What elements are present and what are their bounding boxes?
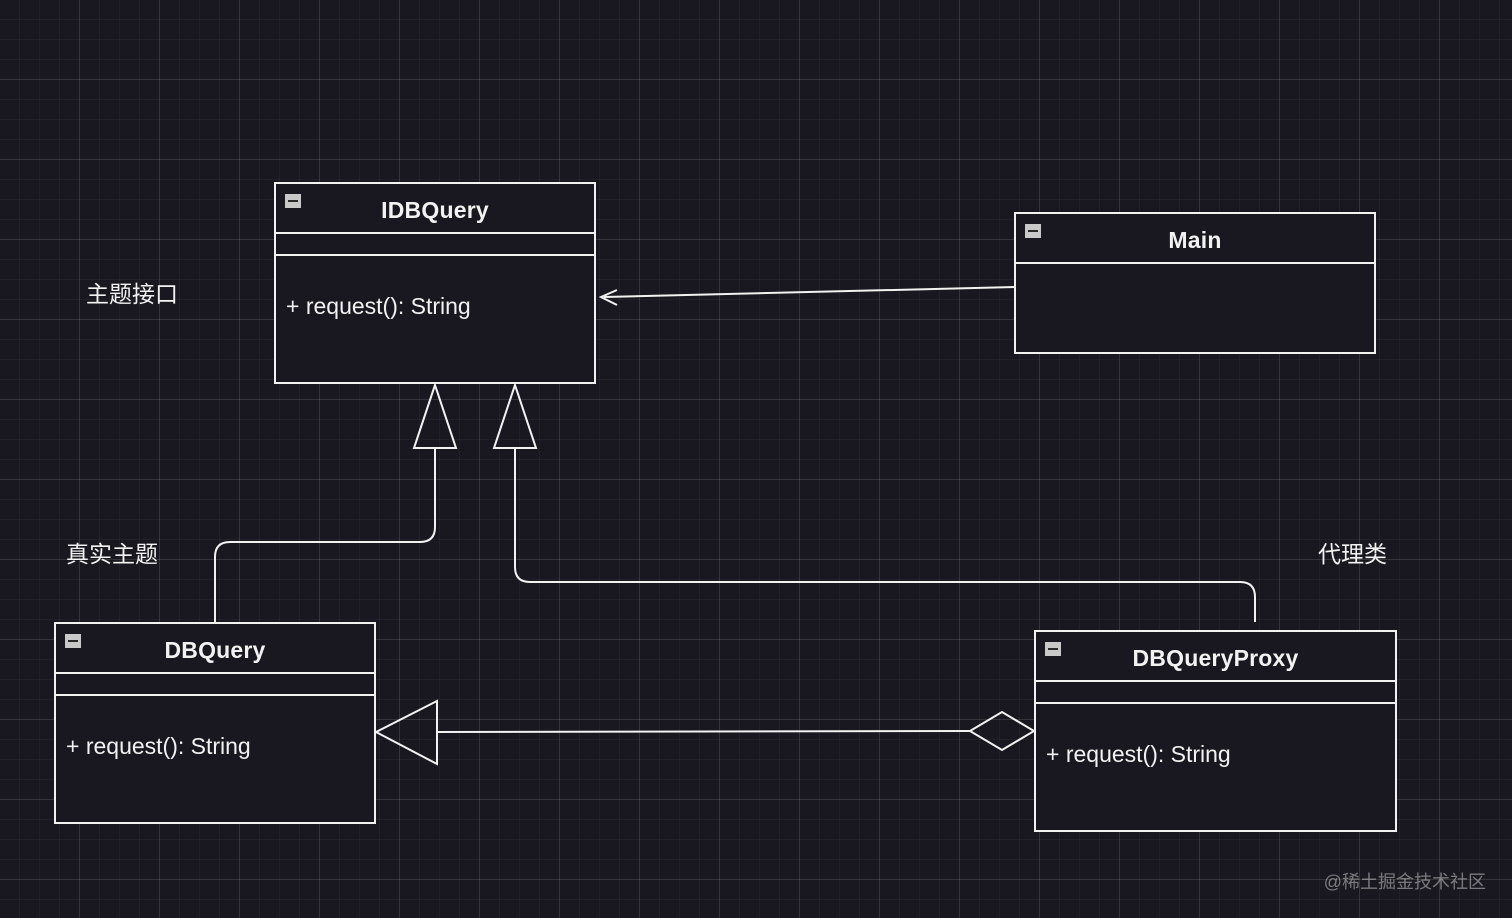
watermark: @稀土掘金技术社区 (1323, 872, 1486, 892)
dbquery-realization-line (214, 448, 436, 622)
class-dbquery[interactable]: DBQuery + request(): String (54, 622, 376, 824)
class-dbqueryproxy[interactable]: DBQueryProxy + request(): String (1034, 630, 1397, 832)
dbquery-realization-triangle (412, 381, 458, 449)
attributes-section (56, 674, 374, 696)
method-entry: + request(): String (66, 733, 251, 759)
class-name: IDBQuery (381, 197, 489, 223)
proxy-realization-triangle (492, 381, 538, 449)
proxy-to-dbquery-line (436, 730, 971, 733)
class-header: DBQuery (56, 624, 374, 674)
main-to-idbquery-arrowhead (598, 289, 618, 306)
class-header: IDBQuery (276, 184, 594, 234)
proxy-realization-line (514, 448, 1256, 622)
method-entry: + request(): String (286, 293, 471, 319)
attributes-section (1036, 682, 1395, 704)
class-name: DBQuery (164, 637, 266, 663)
class-idbquery[interactable]: IDBQuery + request(): String (274, 182, 596, 384)
collapse-icon[interactable] (1025, 224, 1041, 238)
attributes-section (276, 234, 594, 256)
class-header: Main (1016, 214, 1374, 264)
collapse-icon[interactable] (65, 634, 81, 648)
collapse-icon[interactable] (285, 194, 301, 208)
class-name: Main (1168, 227, 1222, 253)
note-real-subject: 真实主题 (66, 541, 158, 567)
note-subject-interface: 主题接口 (86, 281, 178, 307)
main-to-idbquery-line (603, 286, 1016, 298)
aggregation-diamond (968, 710, 1036, 752)
class-main[interactable]: Main (1014, 212, 1376, 354)
method-entry: + request(): String (1046, 741, 1231, 767)
class-header: DBQueryProxy (1036, 632, 1395, 682)
collapse-icon[interactable] (1045, 642, 1061, 656)
dbquery-open-triangle (373, 699, 438, 766)
class-name: DBQueryProxy (1132, 645, 1299, 671)
note-proxy-class: 代理类 (1318, 541, 1387, 567)
